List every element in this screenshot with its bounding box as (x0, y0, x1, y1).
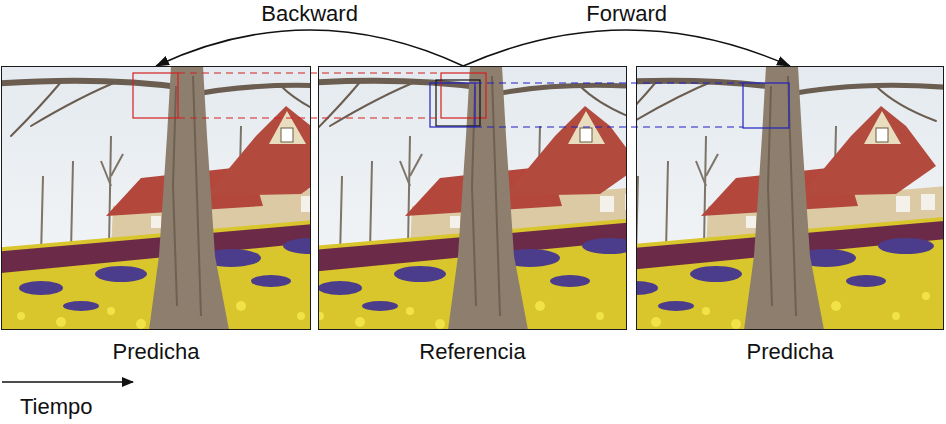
frame-caption: Predicha (0, 339, 330, 365)
direction-label: Forward (583, 1, 670, 27)
frame-caption: Referencia (299, 339, 646, 365)
time-arrow (2, 381, 133, 383)
frame-photo (0, 66, 371, 330)
video-frame: Referencia (318, 66, 627, 330)
motion-blocks (133, 73, 789, 128)
video-frame: Predicha (1, 66, 311, 330)
curved-arrow (463, 30, 790, 66)
direction-label: Backward (258, 1, 361, 27)
frame-caption: Predicha (617, 339, 946, 365)
frame-photo (586, 66, 946, 330)
video-frame: Predicha (636, 66, 944, 330)
axis-label: Tiempo (20, 394, 93, 420)
frame-photo (290, 66, 670, 330)
curved-arrow (156, 30, 463, 66)
